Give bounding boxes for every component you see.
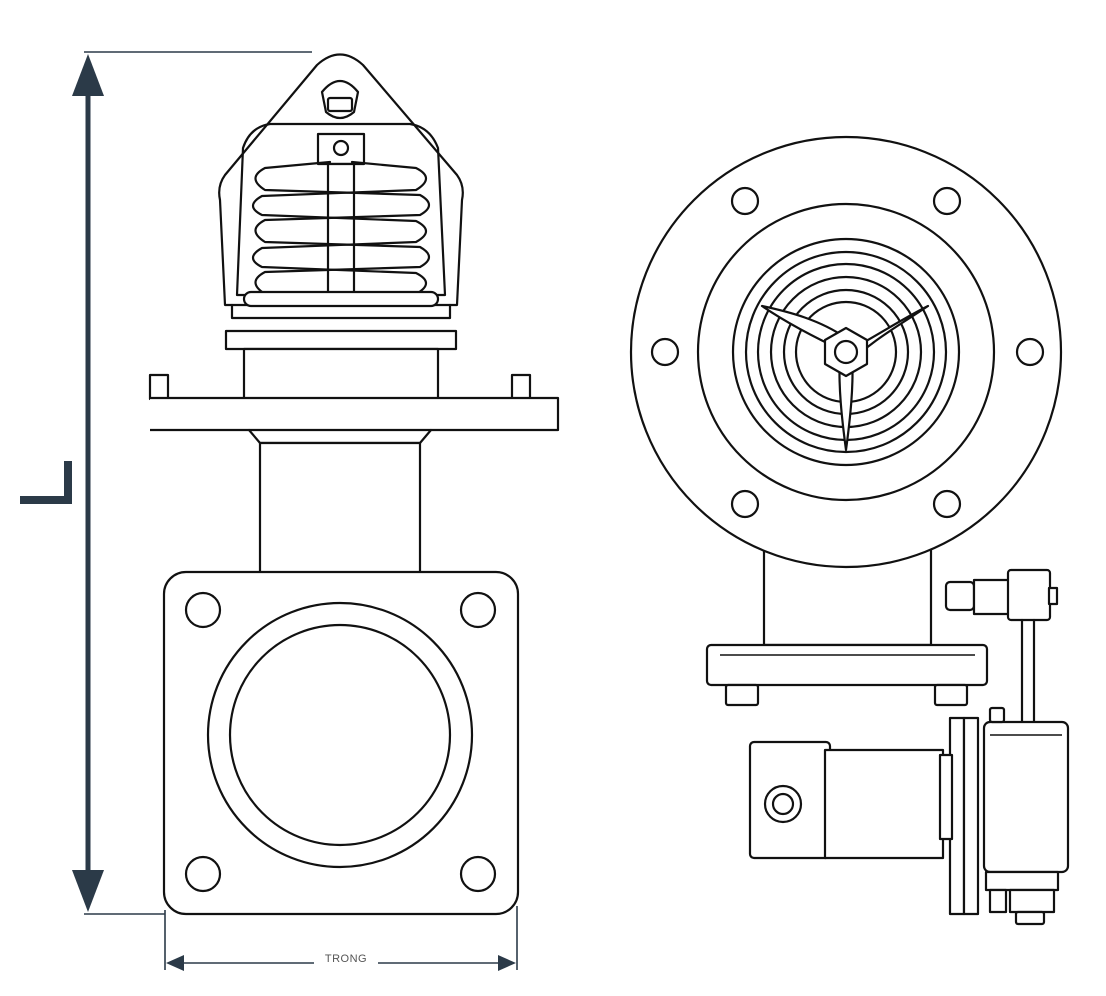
spring-hood bbox=[218, 53, 464, 307]
height-dimension: L bbox=[20, 51, 312, 915]
valve-seat-ring bbox=[731, 237, 961, 467]
base-port-inner bbox=[228, 623, 452, 847]
bolt-left-top bbox=[148, 373, 170, 401]
limit-switch bbox=[944, 568, 1059, 724]
width-arrow-right bbox=[498, 955, 516, 971]
hood-base-skirt bbox=[230, 303, 452, 320]
bolt-right-top bbox=[510, 373, 532, 401]
height-arrow-bottom bbox=[72, 870, 104, 912]
top-flange bbox=[150, 396, 560, 432]
width-label: TRONG bbox=[325, 953, 367, 965]
flange-bolt-hole-6 bbox=[932, 489, 962, 519]
base-bolt-hole-tr bbox=[459, 591, 497, 629]
actuator-cylinder bbox=[748, 740, 954, 860]
mounting-plate-2 bbox=[962, 716, 980, 916]
flange-bolt-hole-5 bbox=[730, 489, 760, 519]
spider-hub bbox=[760, 304, 930, 452]
height-arrow-top bbox=[72, 54, 104, 96]
flange-bolt-hole-2 bbox=[932, 186, 962, 216]
flange-bolt-hole-1 bbox=[730, 186, 760, 216]
base-bolt-hole-bl bbox=[184, 855, 222, 893]
flange-bolt-hole-3 bbox=[650, 337, 680, 367]
spring-base bbox=[242, 290, 440, 308]
base-bolt-hole-tl bbox=[184, 591, 222, 629]
coil-spring bbox=[251, 160, 431, 300]
actuator-housing bbox=[982, 706, 1070, 926]
body-neck bbox=[258, 441, 422, 575]
disc-ring-1 bbox=[744, 250, 948, 454]
side-nut-right bbox=[933, 683, 969, 707]
valve-front-view bbox=[148, 53, 560, 916]
height-label-glyph bbox=[20, 461, 72, 504]
flange-transition bbox=[247, 428, 433, 445]
hood-collar bbox=[224, 329, 458, 351]
width-arrow-left bbox=[166, 955, 184, 971]
base-port-outer bbox=[206, 601, 474, 869]
side-base-plate bbox=[705, 643, 989, 687]
upper-neck bbox=[242, 347, 440, 401]
flange-bolt-hole-4 bbox=[1015, 337, 1045, 367]
base-bolt-hole-br bbox=[459, 855, 497, 893]
lifting-eye bbox=[320, 79, 360, 120]
valve-side-view bbox=[629, 135, 1070, 926]
stem-hole bbox=[332, 139, 350, 157]
width-dimension: TRONG bbox=[164, 906, 518, 971]
spring-stem bbox=[326, 162, 356, 298]
base-flange bbox=[162, 570, 520, 916]
round-flange-inner bbox=[696, 202, 996, 502]
side-nut-left bbox=[724, 683, 760, 707]
eye-pin bbox=[326, 96, 354, 113]
spring-stem-housing bbox=[316, 132, 366, 166]
spring-hood-inner bbox=[235, 122, 447, 297]
